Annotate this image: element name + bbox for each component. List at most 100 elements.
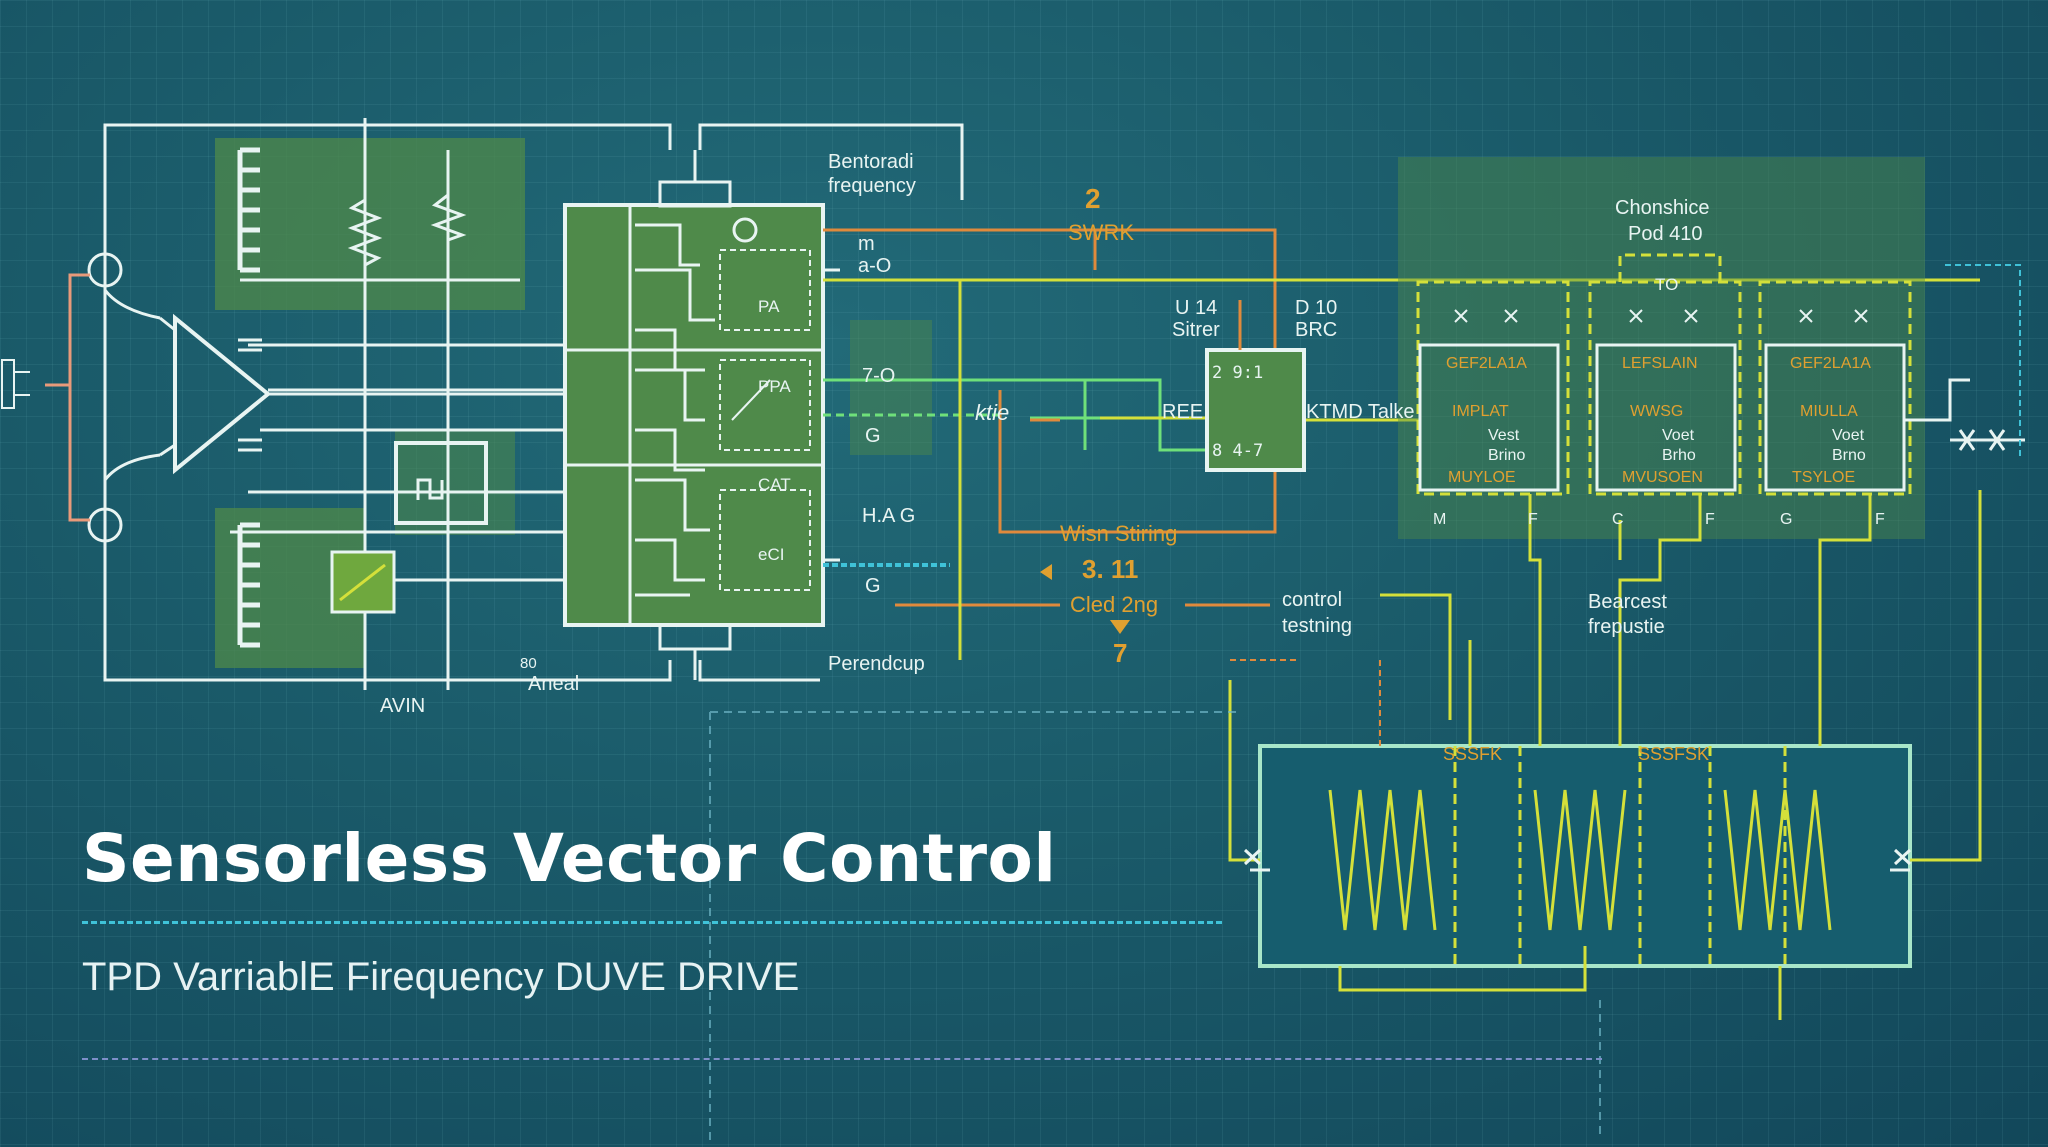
label-eci: eCI <box>758 545 784 564</box>
label-ree: REE <box>1162 401 1203 423</box>
relay-box-icon <box>394 441 488 525</box>
label-perendcup: Perendcup <box>828 653 925 675</box>
winding-dividers <box>1453 746 1787 966</box>
mid-small-panel <box>850 320 932 455</box>
label-bearcest: Bearcest <box>1588 591 1667 613</box>
orange-control-wires <box>823 228 1277 607</box>
left-top-panel <box>215 138 525 310</box>
input-terminal-icon <box>1 359 30 409</box>
module-boxes <box>1418 343 1906 492</box>
label-wisn: Wisn Stiring <box>1060 521 1177 546</box>
svg-text:Brho: Brho <box>1662 447 1696 464</box>
gear-icon <box>732 217 758 243</box>
footer-divider <box>82 1058 1602 1060</box>
coil-comb-top-icon <box>237 147 260 273</box>
label-pod: Pod 410 <box>1628 223 1703 245</box>
title-divider <box>82 921 1222 924</box>
label-ssfk2: SSSFSK <box>1638 744 1709 764</box>
module-3-labels: GEF2LA1A MIULLA Voet Brno TSYLOE G F <box>1780 355 1885 528</box>
label-u14: U 14 <box>1175 297 1217 319</box>
svg-text:M: M <box>1433 511 1446 528</box>
svg-text:GEF2LA1A: GEF2LA1A <box>1446 355 1527 372</box>
label-num-2: 2 <box>1085 183 1101 214</box>
label-avin: AVIN <box>380 695 425 717</box>
svg-text:LEFSLAIN: LEFSLAIN <box>1622 355 1698 372</box>
svg-text:F: F <box>1528 511 1538 528</box>
svg-text:F: F <box>1705 511 1715 528</box>
label-brc: BRC <box>1295 319 1337 341</box>
ic-pin-blocks <box>658 150 732 680</box>
label-m: m <box>858 233 875 255</box>
right-module-panel <box>1398 157 1925 539</box>
transistor-top-icon <box>87 252 123 288</box>
green-signal-wire <box>823 378 1205 452</box>
left-mid-panel <box>395 430 515 535</box>
guide-lines <box>709 711 1601 1140</box>
label-box-bottom: 8 4-7 <box>1212 441 1263 461</box>
label-bentoradi: Bentoradi <box>828 151 914 173</box>
capacitor-bank-icons <box>1243 848 1912 872</box>
label-ha-g: H.A G <box>862 505 915 527</box>
motor-winding-block <box>1258 744 1912 968</box>
label-to: TO <box>1655 275 1678 294</box>
input-wire <box>45 273 90 387</box>
label-ktmd: KTMD Talke <box>1306 401 1415 423</box>
label-sitrer: Sitrer <box>1172 319 1220 341</box>
svg-text:TSYLOE: TSYLOE <box>1792 469 1855 486</box>
right-output-wires <box>1904 378 2025 451</box>
svg-text:F: F <box>1875 511 1885 528</box>
capacitor-icon <box>238 338 262 452</box>
label-g1: G <box>865 425 881 447</box>
svg-text:Brno: Brno <box>1832 447 1866 464</box>
ic-bridge-diagram <box>719 249 811 591</box>
label-g2: G <box>865 575 881 597</box>
module-dashed-frames <box>1416 253 1912 496</box>
ic-output-wires <box>823 278 840 562</box>
module-2-labels: LEFSLAIN WWSG Voet Brho MVUSOEN C F <box>1612 355 1715 528</box>
label-frequency: frequency <box>828 175 916 197</box>
svg-text:MIULLA: MIULLA <box>1800 403 1858 420</box>
svg-text:Voet: Voet <box>1832 427 1865 444</box>
module-1-labels: GEF2LA1A IMPLAT Vest Brino MUYLOE M F <box>1433 355 1538 528</box>
arrow-markers <box>1040 564 1130 634</box>
svg-text:Voet: Voet <box>1662 427 1695 444</box>
label-control: control <box>1282 589 1342 611</box>
label-ssfk1: SSSFK <box>1443 744 1502 764</box>
resistor-1-icon <box>347 198 383 267</box>
label-three-1: 3. 11 <box>1082 554 1138 584</box>
label-ppa: PPA <box>758 377 791 396</box>
svg-text:IMPLAT: IMPLAT <box>1452 403 1509 420</box>
svg-text:WWSG: WWSG <box>1630 403 1683 420</box>
label-seven: 7 <box>1113 638 1127 668</box>
coil-comb-bottom-icon <box>237 522 260 648</box>
svg-text:MUYLOE: MUYLOE <box>1448 469 1516 486</box>
svg-text:MVUSOEN: MVUSOEN <box>1622 469 1703 486</box>
svg-text:C: C <box>1612 511 1624 528</box>
page-subtitle: TPD VarriablE Firequency DUVE DRIVE <box>82 955 800 999</box>
label-pa: PA <box>758 297 780 316</box>
label-ktie: ktie <box>975 400 1009 425</box>
resistor-2-icon <box>430 193 467 242</box>
feedback-wires <box>1228 490 1982 1020</box>
label-cled: Cled 2ng <box>1070 592 1158 617</box>
label-eighty: 80 <box>520 655 537 672</box>
label-swrk: SWRK <box>1068 220 1134 245</box>
switch-box-icon <box>330 550 396 614</box>
winding-coil-waves <box>1328 789 1832 931</box>
svg-text:Vest: Vest <box>1488 427 1520 444</box>
label-d10: D 10 <box>1295 297 1337 319</box>
label-testning: testning <box>1282 615 1352 637</box>
svg-text:Brino: Brino <box>1488 447 1525 464</box>
label-frepustie: frepustie <box>1588 616 1665 638</box>
label-a-o: a-O <box>858 255 891 277</box>
page-title: Sensorless Vector Control <box>82 820 1057 897</box>
transistor-bottom-icon <box>87 507 123 543</box>
yellow-power-wires <box>823 278 1980 660</box>
amplifier-triangle-icon <box>173 313 272 475</box>
label-box-top: 2 9:1 <box>1212 363 1263 383</box>
label-chonshice: Chonshice <box>1615 197 1710 219</box>
label-cat: CAT <box>758 475 791 494</box>
module-x-icons <box>1454 309 1868 323</box>
